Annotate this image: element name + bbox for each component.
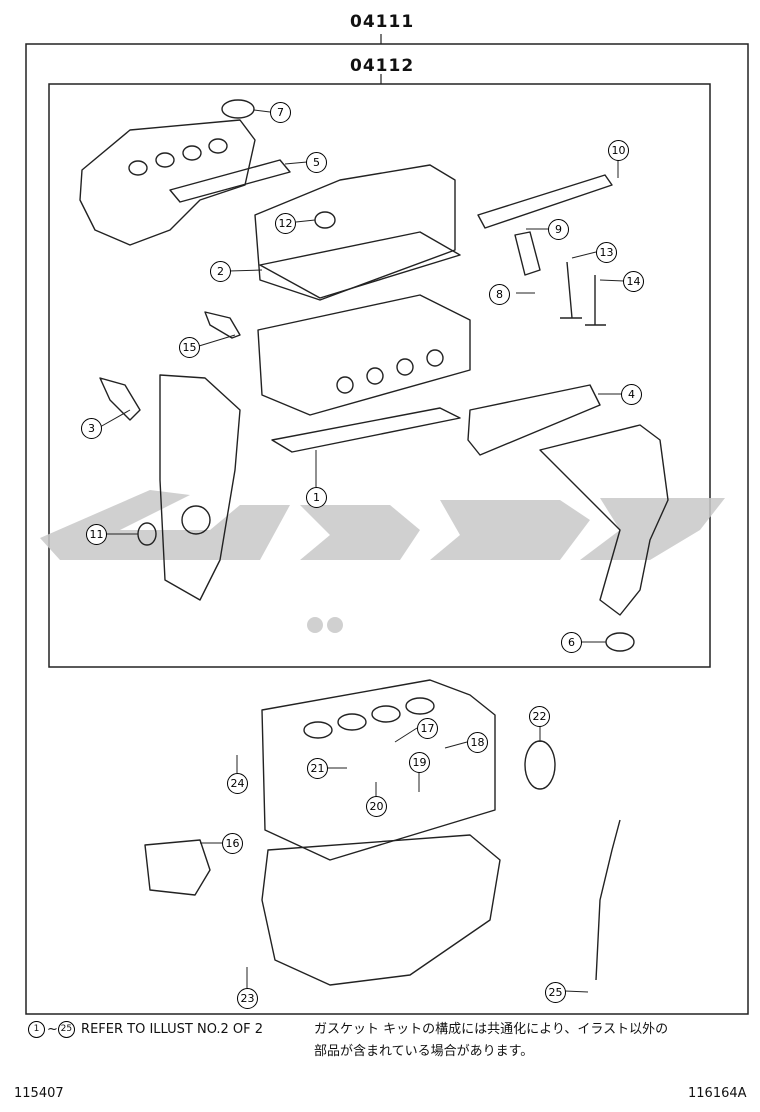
outer-kit-code: 04111 xyxy=(350,12,415,32)
oil-pump-drawing xyxy=(144,839,211,896)
leader-15 xyxy=(198,334,236,347)
oil-pan-drawing xyxy=(261,834,501,986)
inner-kit-code: 04112 xyxy=(350,56,415,76)
callout-2: 2 xyxy=(210,261,231,282)
jp-note-line-1: ガスケット キットの構成には共通化により、イラスト以外の xyxy=(314,1022,669,1037)
leader-18 xyxy=(444,741,468,749)
callout-18: 18 xyxy=(467,732,488,753)
fuel-rail-drawing xyxy=(477,174,613,229)
throttle-gasket-drawing xyxy=(221,99,255,119)
leader-14 xyxy=(599,279,625,282)
dipstick-drawing xyxy=(595,819,621,981)
injector-drawing xyxy=(514,231,541,276)
outer-kit-frame xyxy=(25,43,749,1015)
intake-port-4 xyxy=(208,138,228,154)
callout-1: 1 xyxy=(306,487,327,508)
callout-14: 14 xyxy=(623,271,644,292)
head-port-2 xyxy=(366,367,384,385)
head-cover-gasket-drawing xyxy=(259,231,461,299)
refer-note: 1~25 REFER TO ILLUST NO.2 OF 2 xyxy=(28,1021,263,1038)
pcv-drawing xyxy=(204,311,241,339)
callout-11: 11 xyxy=(86,524,107,545)
callout-22: 22 xyxy=(529,706,550,727)
leader-17 xyxy=(394,727,418,743)
cylinder-block-drawing xyxy=(261,679,496,861)
water-inlet-drawing xyxy=(99,377,141,421)
leader-3 xyxy=(99,409,131,428)
range-separator: ~ xyxy=(47,1022,58,1037)
intake-port-3 xyxy=(182,145,202,161)
intake-manifold-drawing xyxy=(79,119,256,246)
crank-seal-area xyxy=(181,505,211,535)
callout-6: 6 xyxy=(561,632,582,653)
callout-7: 7 xyxy=(270,102,291,123)
callout-3: 3 xyxy=(81,418,102,439)
timing-cover-drawing xyxy=(159,374,241,601)
exhaust-ring-drawing xyxy=(605,632,635,652)
head-port-1 xyxy=(336,376,354,394)
head-cover-drawing xyxy=(254,164,456,301)
leader-2 xyxy=(228,269,263,272)
cylinder-head-drawing xyxy=(257,294,471,416)
bore-3 xyxy=(371,705,401,723)
callout-12: 12 xyxy=(275,213,296,234)
range-start-badge: 1 xyxy=(28,1021,45,1038)
callout-15: 15 xyxy=(179,337,200,358)
refer-text: REFER TO ILLUST NO.2 OF 2 xyxy=(81,1022,264,1037)
bore-2 xyxy=(337,713,367,731)
callout-21: 21 xyxy=(307,758,328,779)
callout-19: 19 xyxy=(409,752,430,773)
callout-4: 4 xyxy=(621,384,642,405)
head-port-4 xyxy=(426,349,444,367)
jp-note-line-2: 部品が含まれている場合があります。 xyxy=(314,1044,534,1059)
callout-25: 25 xyxy=(545,982,566,1003)
callout-9: 9 xyxy=(548,219,569,240)
callout-17: 17 xyxy=(417,718,438,739)
footer-right-code: 116164A xyxy=(688,1086,747,1101)
range-end-badge: 25 xyxy=(57,1021,75,1038)
callout-23: 23 xyxy=(237,988,258,1009)
exhaust-manifold-drawing xyxy=(539,424,669,616)
leader-25 xyxy=(564,990,589,993)
valve-left-drawing xyxy=(560,261,582,319)
callout-10: 10 xyxy=(608,140,629,161)
oil-filler-seal-drawing xyxy=(314,211,336,229)
bore-1 xyxy=(303,721,333,739)
bore-4 xyxy=(405,697,435,715)
footer-left-code: 115407 xyxy=(14,1086,64,1101)
rear-seal-drawing xyxy=(524,740,556,790)
callout-8: 8 xyxy=(489,284,510,305)
head-port-3 xyxy=(396,358,414,376)
callout-16: 16 xyxy=(222,833,243,854)
exhaust-gasket-drawing xyxy=(467,384,601,456)
intake-gasket-drawing xyxy=(169,159,291,203)
intake-port-1 xyxy=(128,160,148,176)
callout-24: 24 xyxy=(227,773,248,794)
leader-7 xyxy=(253,109,271,113)
intake-port-2 xyxy=(155,152,175,168)
callout-13: 13 xyxy=(596,242,617,263)
head-gasket-drawing xyxy=(271,407,461,453)
callout-20: 20 xyxy=(366,796,387,817)
leader-13 xyxy=(571,251,597,259)
leader-12 xyxy=(295,219,316,223)
leader-5 xyxy=(284,161,308,165)
inner-kit-frame xyxy=(48,83,711,668)
callout-5: 5 xyxy=(306,152,327,173)
valve-right-drawing xyxy=(585,275,606,326)
